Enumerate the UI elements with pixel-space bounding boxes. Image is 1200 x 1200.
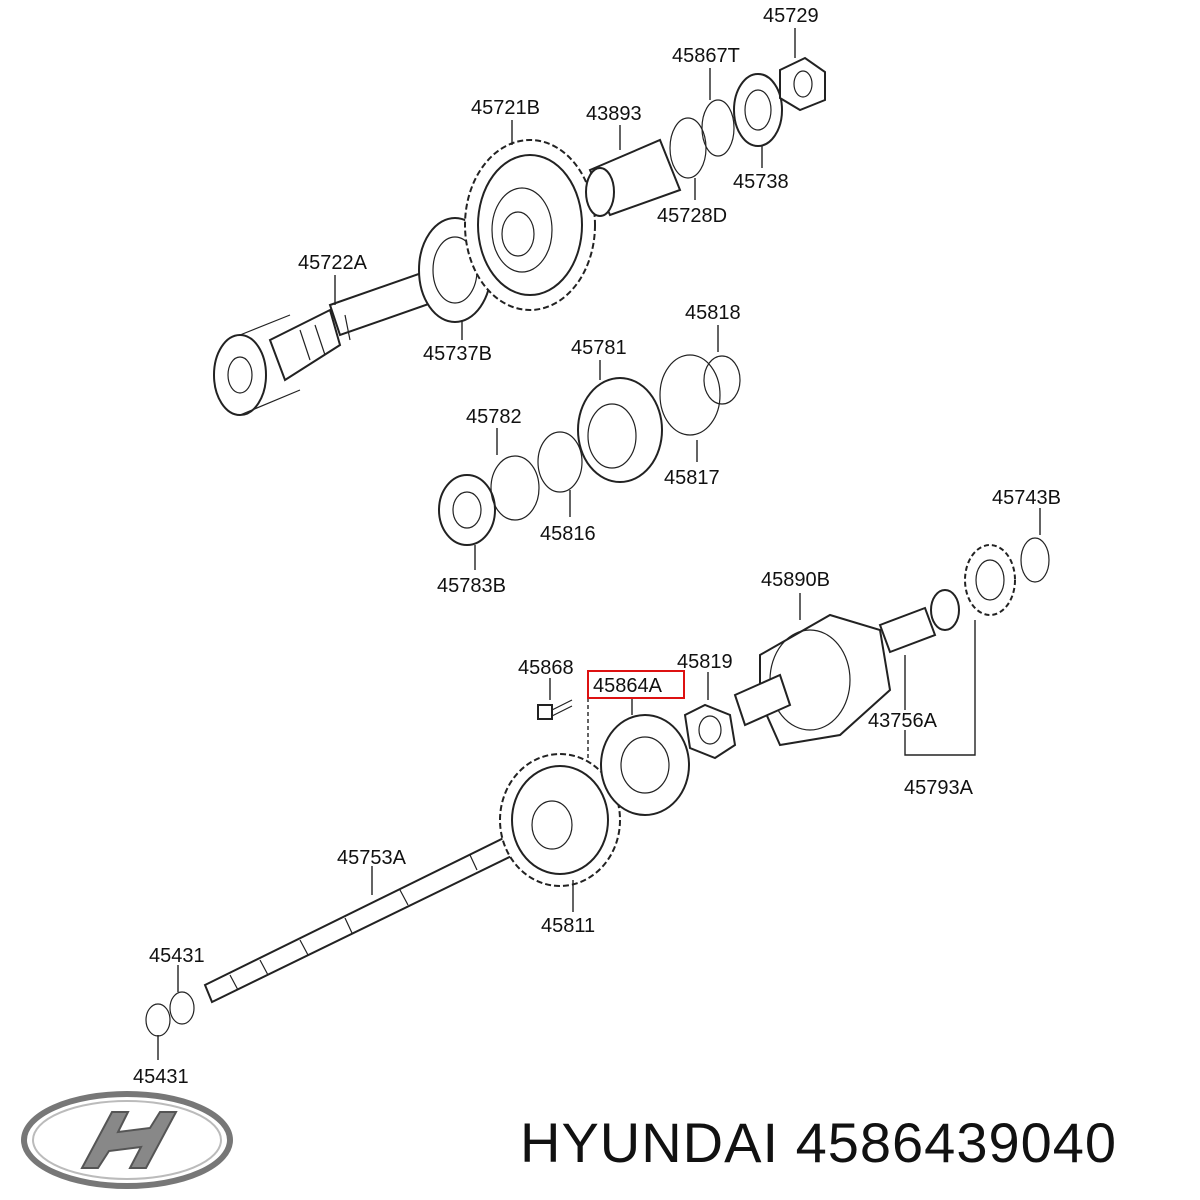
label-45737B: 45737B [423, 343, 492, 365]
label-45753A: 45753A [337, 847, 407, 869]
leader-lines [157, 28, 1041, 1060]
part-number: 4586439040 [795, 1111, 1118, 1174]
gear-45793A [964, 544, 1016, 616]
differential-45890B [733, 613, 892, 747]
shaft-45722A [268, 268, 442, 382]
hyundai-logo [21, 1091, 233, 1189]
label-45431-bottom: 45431 [133, 1066, 189, 1088]
pinion-gear [213, 314, 301, 416]
label-45868: 45868 [518, 657, 574, 679]
snap-ring-45728D [669, 117, 707, 179]
washer-45431-a [145, 1003, 171, 1037]
label-45817: 45817 [664, 467, 720, 489]
label-45431-top: 45431 [149, 945, 205, 967]
gear-45811 [499, 753, 621, 887]
ring-45867T [701, 99, 735, 157]
nut-45819 [683, 703, 737, 760]
label-45728D: 45728D [657, 205, 727, 227]
label-45729: 45729 [763, 5, 819, 27]
label-45782: 45782 [466, 406, 522, 428]
ring-45818 [703, 355, 741, 405]
brand-name: HYUNDAI [520, 1111, 780, 1174]
gear-45721B [464, 139, 596, 311]
highlight-box [587, 670, 685, 699]
part-labels: 45729 45867T 45721B 43893 45738 45728D 4… [133, 5, 1061, 1088]
middle-group [438, 354, 741, 546]
ring-45782 [490, 455, 540, 521]
upper-shaft-assembly [213, 56, 826, 416]
bolt-45868 [537, 699, 573, 720]
label-45819: 45819 [677, 651, 733, 673]
shaft-43756A [878, 589, 960, 654]
label-45818: 45818 [685, 302, 741, 324]
label-45890B: 45890B [761, 569, 830, 591]
label-45738: 45738 [733, 171, 789, 193]
label-45864A: 45864A [593, 675, 663, 697]
sleeve-43893 [585, 138, 682, 217]
washer-45783B [438, 474, 496, 546]
label-45867T: 45867T [672, 45, 740, 67]
ring-45816 [537, 431, 583, 493]
hub-45781 [577, 377, 663, 483]
label-43893: 43893 [586, 103, 642, 125]
ring-45743B [1020, 537, 1050, 583]
lower-shaft-assembly [145, 537, 1050, 1037]
label-45783B: 45783B [437, 575, 506, 597]
washer-45431-b [169, 991, 195, 1025]
label-45721B: 45721B [471, 97, 540, 119]
label-45722A: 45722A [298, 252, 368, 274]
bearing-45864A [600, 714, 690, 816]
bearing-45738 [733, 73, 783, 147]
label-45811: 45811 [541, 915, 595, 937]
label-45743B: 45743B [992, 487, 1061, 509]
label-45781: 45781 [571, 337, 627, 359]
ring-45817 [659, 354, 721, 436]
label-43756A: 43756A [868, 710, 938, 732]
brand-caption: HYUNDAI 4586439040 [520, 1110, 1117, 1175]
nut-45729 [779, 56, 826, 112]
label-45816: 45816 [540, 523, 596, 545]
label-45793A: 45793A [904, 777, 974, 799]
